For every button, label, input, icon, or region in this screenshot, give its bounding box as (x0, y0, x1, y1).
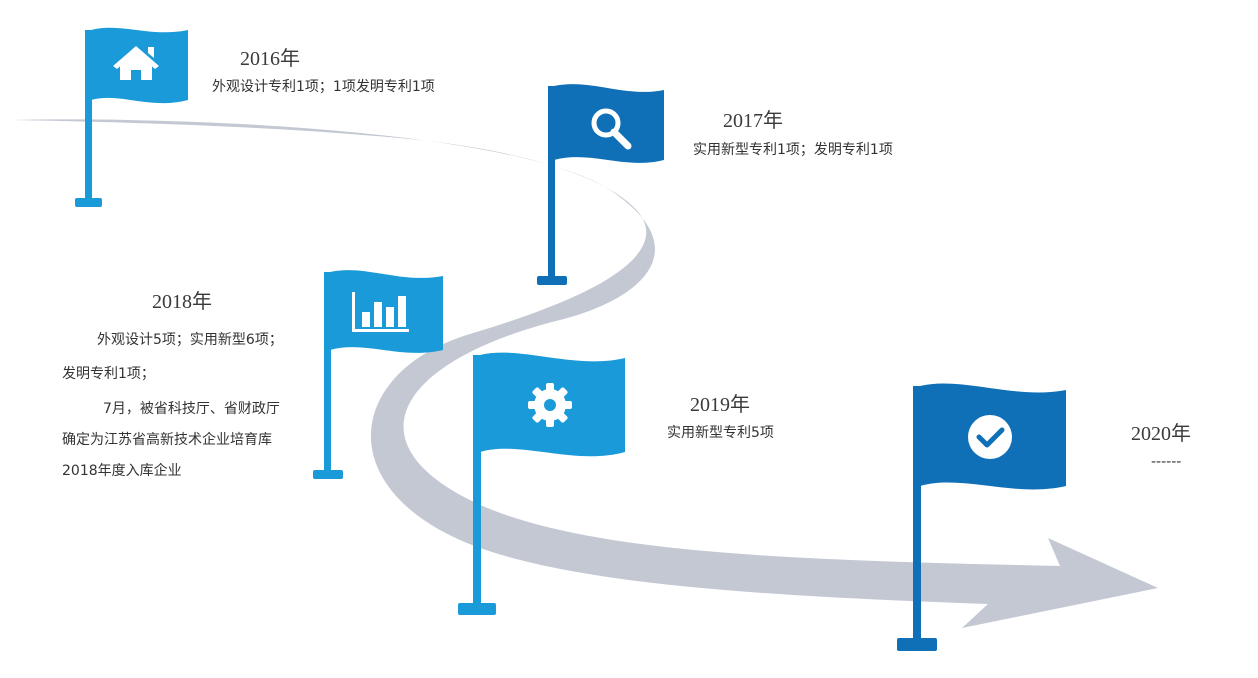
flag-cloth (554, 84, 664, 163)
flag-base (458, 603, 496, 615)
gear-icon (528, 383, 572, 427)
year-label-2019: 2019年 (690, 394, 750, 416)
milestone-desc-2019: 实用新型专利5项 (667, 425, 774, 441)
year-label-2018: 2018年 (152, 291, 212, 313)
year-label-2016: 2016年 (240, 48, 300, 70)
flag-pole (913, 386, 921, 640)
milestone-desc-2016: 外观设计专利1项；1项发明专利1项 (212, 79, 435, 95)
flag-2019 (458, 352, 625, 615)
milestone-desc-2020: ------ (1151, 454, 1182, 470)
check-circle-icon (968, 415, 1012, 459)
flag-2017 (537, 84, 664, 285)
flag-base (75, 198, 102, 207)
year-label-2020: 2020年 (1131, 423, 1191, 445)
road-band (12, 119, 1158, 629)
milestone-desc-2018-line2: 发明专利1项； (62, 366, 155, 382)
flag-pole (324, 272, 331, 475)
bar-chart-icon (352, 292, 409, 332)
home-icon (113, 46, 159, 80)
milestone-desc-2018-line1: 外观设计5项；实用新型6项； (97, 332, 283, 348)
search-icon (591, 108, 632, 150)
flag-pole (85, 30, 92, 202)
timeline-road (12, 119, 1158, 629)
flag-2018 (313, 270, 443, 479)
flag-base (537, 276, 567, 285)
milestone-desc-2018-line3: 7月，被省科技厅、省财政厅 (103, 401, 280, 417)
flag-base (897, 638, 937, 651)
flag-2016 (75, 27, 188, 207)
milestone-desc-2017: 实用新型专利1项；发明专利1项 (693, 142, 893, 158)
milestone-desc-2018-line5: 2018年度入库企业 (62, 463, 182, 479)
flag-base (313, 470, 343, 479)
year-label-2017: 2017年 (723, 110, 783, 132)
flag-pole (548, 86, 555, 280)
milestone-desc-2018-line4: 确定为江苏省高新技术企业培育库 (62, 432, 272, 448)
flag-2020 (897, 383, 1066, 651)
flag-pole (473, 355, 481, 607)
